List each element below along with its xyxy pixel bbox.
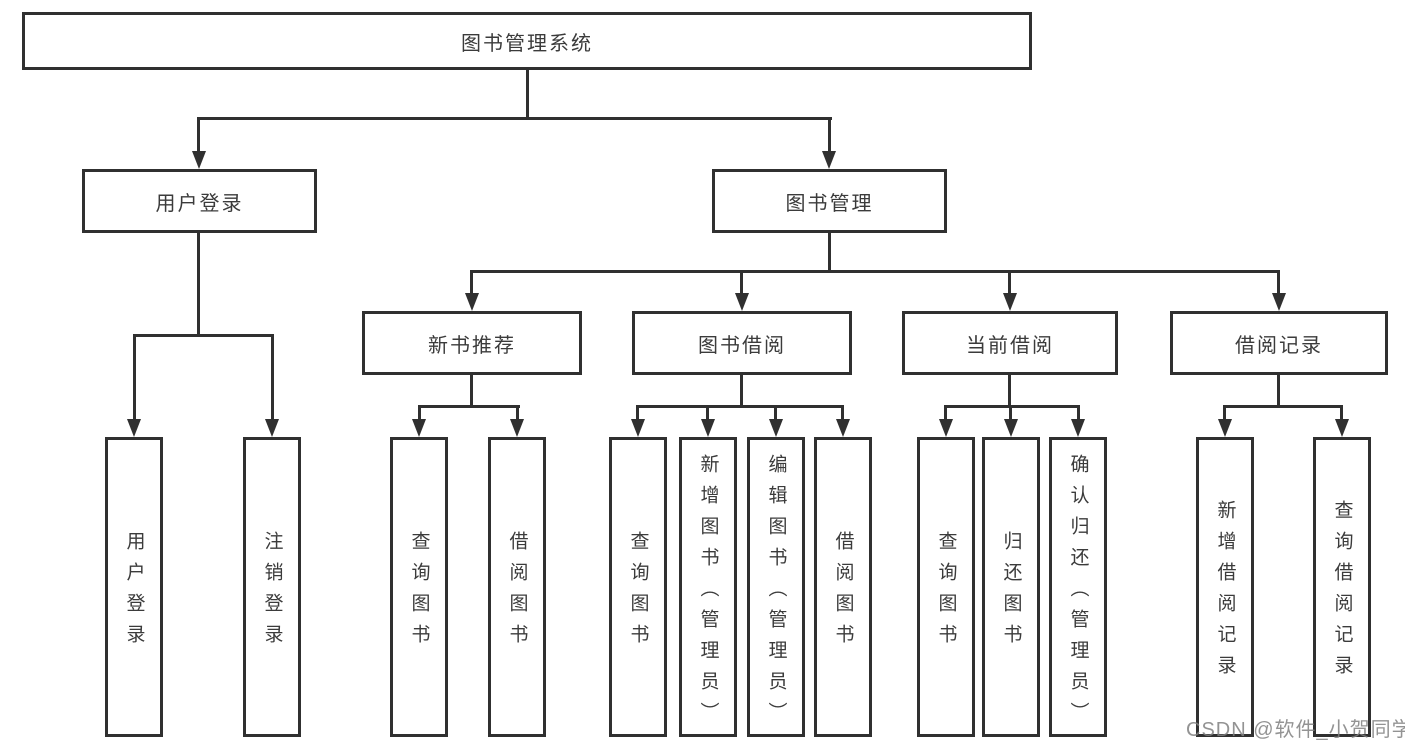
leaf-borrow-books-recommend: 借阅图书 xyxy=(488,437,546,737)
arrow-down-icon xyxy=(1218,419,1232,437)
node-new-book-recommend-label: 新书推荐 xyxy=(428,334,516,357)
leaf-add-book-admin-label: 新增图书（管理员） xyxy=(697,453,719,733)
connector-line xyxy=(516,405,519,421)
arrow-down-icon xyxy=(769,419,783,437)
connector-line xyxy=(470,375,473,407)
connector-line xyxy=(1008,270,1011,295)
node-current-borrow: 当前借阅 xyxy=(902,311,1118,375)
arrow-down-icon xyxy=(631,419,645,437)
node-user-login: 用户登录 xyxy=(82,169,317,233)
connector-line xyxy=(526,69,529,120)
connector-line xyxy=(636,405,844,408)
arrow-down-icon xyxy=(1071,419,1085,437)
connector-line xyxy=(1223,405,1226,421)
connector-line xyxy=(828,233,831,273)
arrow-down-icon xyxy=(265,419,279,437)
arrow-down-icon xyxy=(127,419,141,437)
arrow-down-icon xyxy=(1004,419,1018,437)
leaf-confirm-return-admin: 确认归还（管理员） xyxy=(1049,437,1107,737)
arrow-down-icon xyxy=(1335,419,1349,437)
connector-line xyxy=(197,117,200,153)
connector-line xyxy=(706,405,709,421)
leaf-logout-label: 注销登录 xyxy=(261,531,283,655)
csdn-watermark: CSDN @软件_小贺同学 xyxy=(1186,719,1405,741)
connector-line xyxy=(1223,405,1343,408)
leaf-query-books-borrow: 查询图书 xyxy=(609,437,667,737)
leaf-query-books-recommend-label: 查询图书 xyxy=(408,531,430,655)
connector-line xyxy=(197,117,832,120)
node-book-borrow-label: 图书借阅 xyxy=(698,334,786,357)
connector-line xyxy=(636,405,639,421)
leaf-add-borrow-record-label: 新增借阅记录 xyxy=(1214,500,1236,686)
connector-line xyxy=(133,334,274,337)
leaf-confirm-return-admin-label: 确认归还（管理员） xyxy=(1067,453,1089,733)
connector-line xyxy=(1277,270,1280,295)
node-new-book-recommend: 新书推荐 xyxy=(362,311,582,375)
arrow-down-icon xyxy=(701,419,715,437)
leaf-query-books-recommend: 查询图书 xyxy=(390,437,448,737)
node-user-login-label: 用户登录 xyxy=(155,192,244,215)
leaf-add-borrow-record: 新增借阅记录 xyxy=(1196,437,1254,737)
connector-line xyxy=(740,375,743,407)
arrow-down-icon xyxy=(1272,293,1286,311)
leaf-query-books-current: 查询图书 xyxy=(917,437,975,737)
leaf-user-login-label: 用户登录 xyxy=(123,531,145,655)
connector-line xyxy=(271,334,274,421)
leaf-query-borrow-record-label: 查询借阅记录 xyxy=(1331,500,1353,686)
leaf-borrow-books-borrow-label: 借阅图书 xyxy=(832,531,854,655)
connector-line xyxy=(740,270,743,295)
connector-line xyxy=(828,117,831,153)
arrow-down-icon xyxy=(510,419,524,437)
connector-line xyxy=(418,405,520,408)
leaf-return-books: 归还图书 xyxy=(982,437,1040,737)
connector-line xyxy=(470,270,1280,273)
arrow-down-icon xyxy=(465,293,479,311)
connector-line xyxy=(470,270,473,295)
connector-line xyxy=(1340,405,1343,421)
connector-line xyxy=(197,233,200,336)
leaf-borrow-books-recommend-label: 借阅图书 xyxy=(506,531,528,655)
arrow-down-icon xyxy=(822,151,836,169)
leaf-return-books-label: 归还图书 xyxy=(1000,531,1022,655)
arrow-down-icon xyxy=(735,293,749,311)
connector-line xyxy=(418,405,421,421)
connector-line xyxy=(133,334,136,421)
leaf-query-borrow-record: 查询借阅记录 xyxy=(1313,437,1371,737)
arrow-down-icon xyxy=(412,419,426,437)
connector-line xyxy=(1277,375,1280,407)
arrow-down-icon xyxy=(836,419,850,437)
leaf-edit-book-admin-label: 编辑图书（管理员） xyxy=(765,453,787,733)
node-book-management-label: 图书管理 xyxy=(785,192,874,215)
node-current-borrow-label: 当前借阅 xyxy=(966,334,1054,357)
leaf-borrow-books-borrow: 借阅图书 xyxy=(814,437,872,737)
connector-line xyxy=(1009,405,1012,421)
connector-line xyxy=(1008,375,1011,407)
node-borrow-records-label: 借阅记录 xyxy=(1235,334,1323,357)
connector-line xyxy=(944,405,947,421)
leaf-edit-book-admin: 编辑图书（管理员） xyxy=(747,437,805,737)
connector-line xyxy=(944,405,1080,408)
connector-line xyxy=(841,405,844,421)
node-book-management: 图书管理 xyxy=(712,169,947,233)
arrow-down-icon xyxy=(192,151,206,169)
node-book-borrow: 图书借阅 xyxy=(632,311,852,375)
arrow-down-icon xyxy=(939,419,953,437)
leaf-logout: 注销登录 xyxy=(243,437,301,737)
leaf-add-book-admin: 新增图书（管理员） xyxy=(679,437,737,737)
node-root-label: 图书管理系统 xyxy=(461,32,593,55)
leaf-query-books-current-label: 查询图书 xyxy=(935,531,957,655)
leaf-query-books-borrow-label: 查询图书 xyxy=(627,531,649,655)
connector-line xyxy=(1077,405,1080,421)
node-root: 图书管理系统 xyxy=(22,12,1032,70)
leaf-user-login: 用户登录 xyxy=(105,437,163,737)
node-borrow-records: 借阅记录 xyxy=(1170,311,1388,375)
connector-line xyxy=(774,405,777,421)
arrow-down-icon xyxy=(1003,293,1017,311)
